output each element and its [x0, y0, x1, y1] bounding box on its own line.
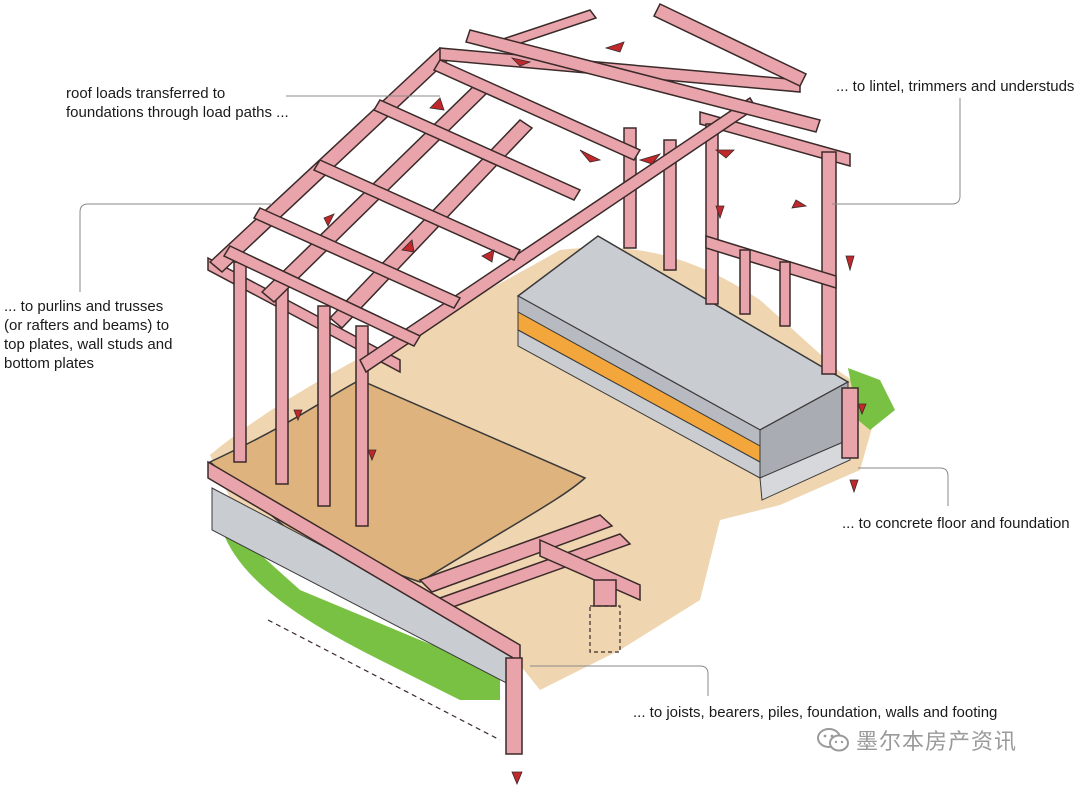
left-wall-frame — [207, 256, 523, 755]
leader-lintel — [832, 98, 961, 205]
leader-joists — [530, 665, 709, 696]
callout-roof-line-2: foundations through load paths ... — [66, 104, 289, 121]
wechat-icon — [817, 728, 849, 752]
pile — [589, 605, 621, 653]
callout-concrete-floor: ... to concrete floor and foundation — [842, 515, 1070, 532]
callout-purlins-line-3: top plates, wall studs and — [4, 336, 173, 353]
grass-right — [848, 368, 895, 430]
callout-purlins-line-1: ... to purlins and trusses — [4, 298, 164, 315]
load-arrows — [293, 41, 867, 786]
foundation-dash-line — [267, 619, 501, 741]
callout-roof-loads: roof loads transferred to foundations th… — [66, 84, 326, 122]
callout-lintel: ... to lintel, trimmers and understuds — [836, 78, 1075, 95]
callout-joists: ... to joists, bearers, piles, foundatio… — [633, 704, 998, 721]
callout-purlins-trusses: ... to purlins and trusses (or rafters a… — [4, 297, 204, 373]
roof-frame — [208, 3, 821, 374]
callout-purlins-line-2: (or rafters and beams) to — [4, 317, 170, 334]
leader-purlins — [79, 203, 272, 292]
callout-purlins-line-4: bottom plates — [4, 355, 95, 372]
callout-leaders — [79, 95, 961, 696]
bearers-joists — [418, 514, 641, 609]
watermark: 墨尔本房产资讯 — [816, 724, 1017, 756]
callout-roof-line-1: roof loads transferred to — [66, 85, 226, 102]
grass-left — [222, 520, 500, 700]
right-wall-frame — [623, 111, 859, 459]
leader-concrete — [858, 467, 949, 506]
watermark-text: 墨尔本房产资讯 — [856, 729, 1018, 754]
